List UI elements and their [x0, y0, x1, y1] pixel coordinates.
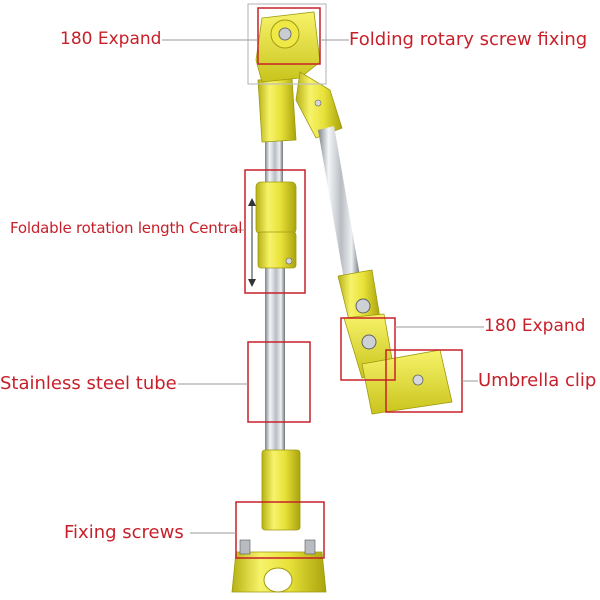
label-stainless-steel-tube: Stainless steel tube: [0, 373, 177, 394]
umbrella-clip-part: [361, 349, 453, 415]
upper-steel-tube: [265, 135, 283, 190]
callout-box-bottom: [235, 501, 325, 559]
label-umbrella-clip: Umbrella clip: [478, 370, 597, 391]
callout-box-right-knuckle: [340, 317, 396, 381]
bottom-sleeve: [261, 449, 301, 531]
clip-screw: [412, 374, 424, 386]
bottom-screw-right: [304, 539, 316, 555]
top-joint-main: [257, 77, 297, 143]
label-folding-rotary: Folding rotary screw fixing: [349, 29, 588, 50]
label-180-expand-right: 180 Expand: [484, 316, 586, 336]
angled-arm: [295, 71, 395, 379]
clamp-hole: [263, 567, 293, 593]
length-arrow: [248, 198, 256, 287]
bottom-screw-left: [239, 539, 251, 555]
central-rivet: [285, 257, 293, 265]
callout-box-top: [257, 7, 321, 65]
label-fixing-screws: Fixing screws: [64, 522, 184, 543]
callout-box-steel: [247, 341, 311, 423]
lower-steel-tube: [265, 262, 285, 457]
label-foldable-rotation: Foldable rotation length Central: [10, 219, 243, 237]
callout-box-top-gray: [247, 3, 327, 85]
label-180-expand-top: 180 Expand: [60, 29, 162, 49]
central-sleeve: [255, 181, 297, 235]
callout-box-central: [244, 169, 306, 294]
top-screw: [278, 27, 292, 41]
